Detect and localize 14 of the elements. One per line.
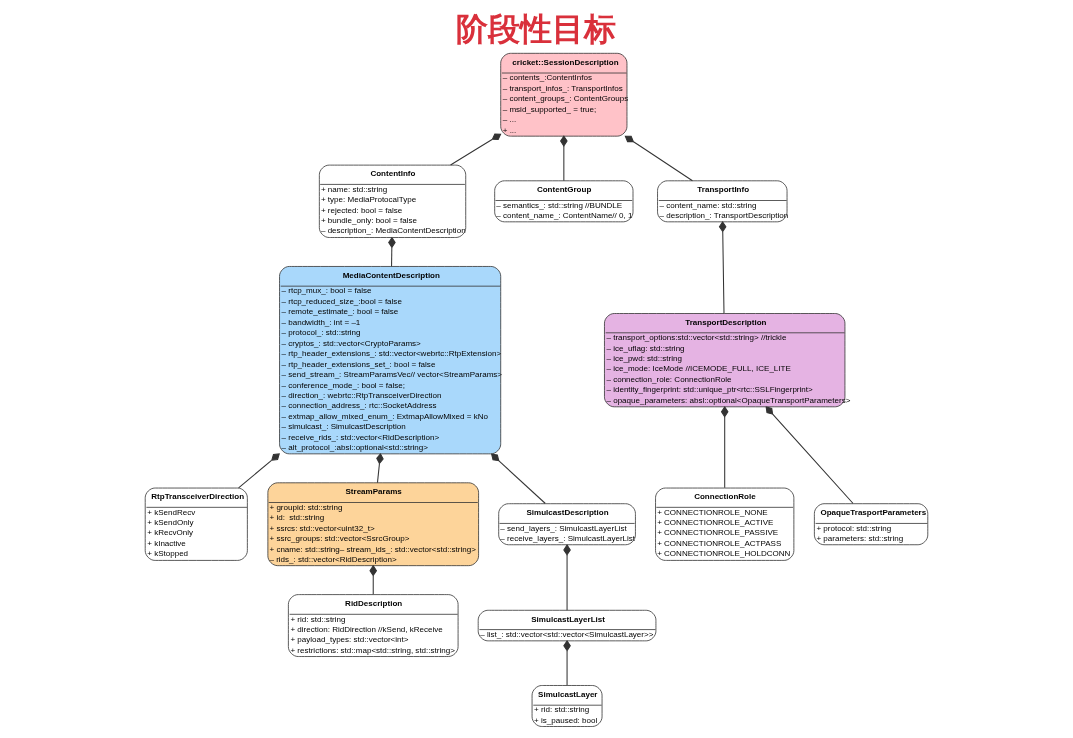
connector [765, 406, 854, 505]
connector [450, 133, 502, 166]
connector [563, 544, 571, 611]
connector [718, 221, 727, 314]
connector [376, 452, 384, 484]
connector [624, 135, 693, 182]
connector [563, 640, 571, 686]
connector [560, 135, 568, 182]
connector [490, 453, 546, 505]
diagram-title: 阶段性目标 [456, 10, 617, 47]
connector [238, 453, 280, 489]
connector [369, 564, 378, 596]
connector [720, 406, 729, 489]
connector [388, 236, 396, 267]
